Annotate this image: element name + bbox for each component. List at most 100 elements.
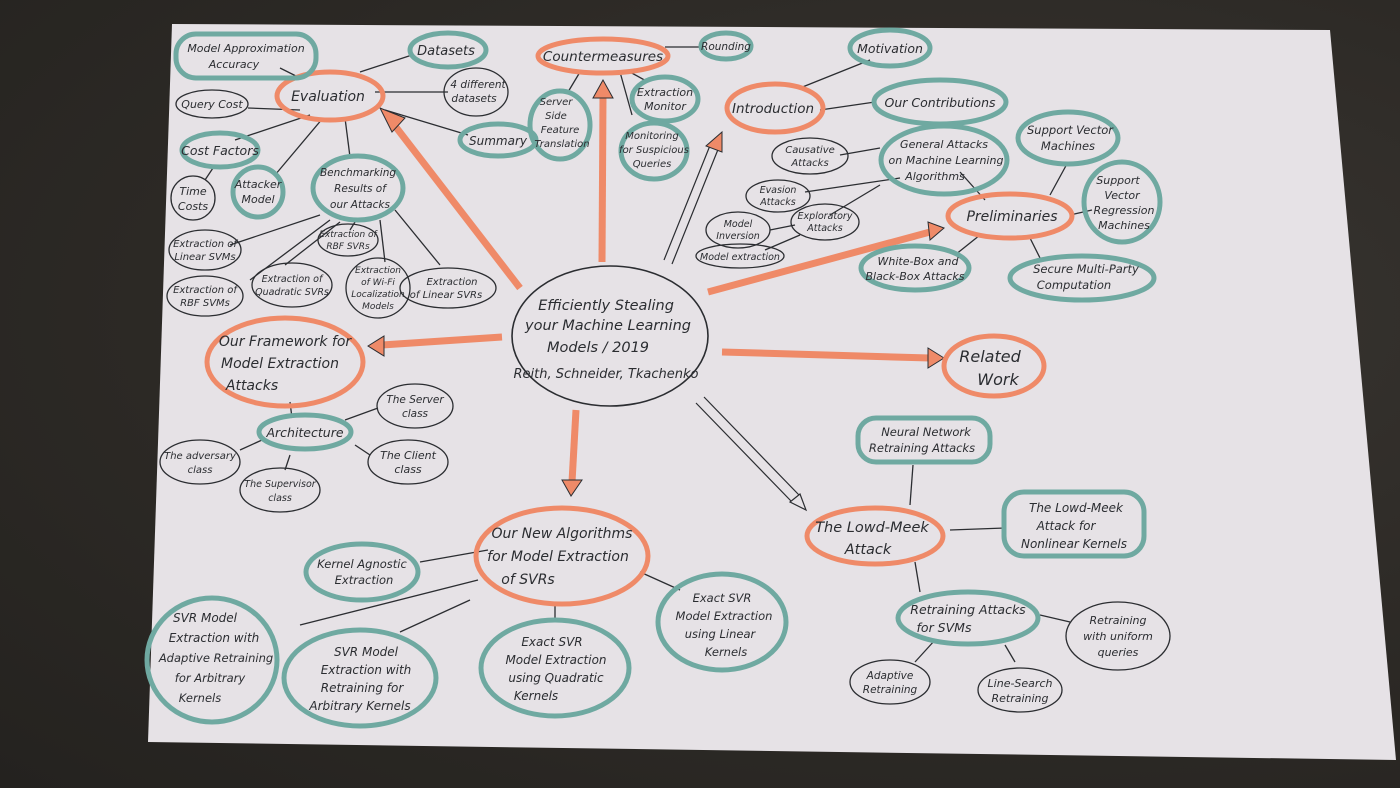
exploratory-line-1: Exploratory bbox=[798, 211, 853, 222]
support-vector-regression-node bbox=[1081, 159, 1163, 245]
causative-node bbox=[771, 137, 849, 175]
kernel-agnostic-node bbox=[303, 541, 421, 603]
svr-line-1: Support bbox=[1096, 174, 1140, 187]
svr-retraining-line-4: Arbitrary Kernels bbox=[308, 699, 410, 713]
benchmarking-line-3: our Attacks bbox=[330, 199, 390, 211]
arrowhead-preliminaries bbox=[927, 221, 945, 241]
time-costs-line-2: Costs bbox=[178, 200, 208, 213]
evaluation-node bbox=[274, 69, 386, 123]
ext-rbf-svms-line-2: RBF SVMs bbox=[180, 298, 230, 309]
ext-linear-svrs-node bbox=[399, 267, 497, 309]
ext-rbf-svrs-line-2: RBF SVRs bbox=[326, 242, 370, 252]
causative-line-1: Causative bbox=[785, 145, 835, 156]
arrow-to-new-algorithms bbox=[568, 409, 580, 483]
secure-mpc-node bbox=[1007, 253, 1157, 303]
monitoring-line-2: for Suspicious bbox=[619, 145, 689, 156]
exact-linear-line-1: Exact SVR bbox=[693, 591, 752, 605]
center-title-line-2: your Machine Learning bbox=[524, 318, 691, 334]
evaluation-label: Evaluation bbox=[291, 89, 365, 105]
arrow-to-preliminaries bbox=[707, 228, 931, 296]
arrowhead-lowd-meek bbox=[788, 493, 808, 512]
svr-adaptive-node bbox=[144, 595, 280, 725]
ext-rbf-svms-line-1: Extraction of bbox=[173, 285, 238, 296]
white-black-box-line-1: White-Box and bbox=[878, 255, 960, 268]
arrowhead-introduction bbox=[705, 130, 723, 153]
exact-quadratic-node bbox=[478, 617, 632, 719]
four-datasets-line-1: 4 different bbox=[450, 79, 506, 91]
exact-linear-line-3: using Linear bbox=[685, 627, 757, 641]
svr-line-2: Vector bbox=[1104, 189, 1141, 202]
svr-retraining-line-3: Retraining for bbox=[321, 681, 405, 695]
client-class-node bbox=[367, 439, 449, 485]
architecture-label: Architecture bbox=[265, 425, 343, 440]
exploratory-line-2: Attacks bbox=[806, 223, 842, 234]
general-attacks-line-1: General Attacks bbox=[900, 138, 988, 151]
exact-linear-line-4: Kernels bbox=[705, 645, 748, 659]
ext-linear-svms-line-1: Extraction of bbox=[173, 239, 238, 250]
rounding-node bbox=[698, 30, 754, 62]
client-class-line-1: The Client bbox=[380, 449, 436, 462]
ext-wifi-line-2: of Wi-Fi bbox=[361, 278, 395, 288]
center-node: Efficiently Stealing your Machine Learni… bbox=[511, 265, 709, 407]
exact-linear-line-2: Model Extraction bbox=[676, 609, 773, 623]
server-class-line-1: The Server bbox=[386, 394, 444, 406]
ext-quadratic-svrs-node bbox=[251, 262, 333, 308]
retraining-uniform-line-2: with uniform bbox=[1083, 630, 1153, 643]
arrow-to-lowd-meek bbox=[697, 397, 798, 501]
subtopic-nodes: Model Approximation Accuracy Datasets Su… bbox=[144, 27, 1163, 729]
adaptive-retraining-line-1: Adaptive bbox=[866, 670, 914, 682]
model-approx-node bbox=[173, 31, 319, 81]
attacker-model-line-2: Model bbox=[241, 193, 274, 206]
svm-line-1: Support Vector bbox=[1027, 123, 1114, 137]
framework-line-2: Model Extraction bbox=[221, 356, 339, 372]
server-class-node bbox=[376, 383, 454, 429]
cost-factors-node bbox=[179, 130, 261, 170]
line-search-node bbox=[977, 667, 1063, 713]
arrow-to-related-work bbox=[721, 348, 931, 362]
motivation-node bbox=[847, 27, 933, 69]
svm-line-2: Machines bbox=[1041, 139, 1095, 153]
monitoring-line-1: Monitoring bbox=[625, 131, 678, 142]
ext-rbf-svrs-node bbox=[317, 223, 379, 257]
benchmarking-line-1: Benchmarking bbox=[320, 167, 396, 179]
extraction-monitor-line-1: Extraction bbox=[637, 86, 693, 99]
arrow-to-evaluation bbox=[389, 119, 523, 291]
ext-wifi-line-3: Localization bbox=[351, 290, 405, 300]
model-inversion-line-1: Model bbox=[724, 219, 753, 230]
benchmarking-node bbox=[310, 153, 406, 223]
adaptive-retraining-node bbox=[849, 659, 931, 705]
general-attacks-line-3: Algorithms bbox=[904, 170, 965, 183]
exact-quadratic-line-3: using Quadratic bbox=[508, 671, 604, 685]
rounding-label: Rounding bbox=[701, 41, 751, 53]
lowd-meek-node bbox=[804, 505, 946, 567]
time-costs-node bbox=[170, 175, 216, 221]
evasion-line-1: Evasion bbox=[760, 185, 797, 196]
extraction-monitor-node bbox=[629, 74, 701, 124]
retraining-attacks-node bbox=[895, 589, 1041, 647]
retraining-attacks-line-2: for SVMs bbox=[917, 620, 972, 635]
related-work-node bbox=[941, 333, 1047, 399]
server-class-line-2: class bbox=[402, 408, 429, 420]
leaf-nodes bbox=[159, 67, 1171, 713]
white-black-box-line-2: Black-Box Attacks bbox=[865, 270, 964, 283]
related-work-line-2: Work bbox=[977, 370, 1019, 389]
exact-quadratic-line-4: Kernels bbox=[514, 689, 558, 703]
preliminaries-label: Preliminaries bbox=[966, 209, 1057, 225]
svr-adaptive-line-5: Kernels bbox=[179, 691, 222, 705]
svr-line-3: Regression bbox=[1094, 204, 1155, 217]
attacker-model-node bbox=[230, 164, 286, 220]
exact-linear-node bbox=[655, 571, 789, 673]
svr-retraining-line-2: Extraction with bbox=[321, 663, 412, 677]
our-contributions-label: Our Contributions bbox=[885, 95, 996, 110]
lowd-meek-nonlinear-node bbox=[1001, 489, 1147, 559]
main-arrows bbox=[367, 78, 945, 512]
general-attacks-node bbox=[878, 123, 1010, 197]
exploratory-node bbox=[790, 203, 860, 241]
svr-line-4: Machines bbox=[1098, 219, 1150, 232]
exact-quadratic-line-2: Model Extraction bbox=[505, 653, 606, 667]
preliminaries-node bbox=[945, 191, 1075, 241]
lowd-meek-nonlinear-line-3: Nonlinear Kernels bbox=[1021, 537, 1127, 551]
svr-adaptive-line-2: Extraction with bbox=[169, 631, 260, 645]
center-authors: Reith, Schneider, Tkachenko bbox=[514, 367, 699, 382]
